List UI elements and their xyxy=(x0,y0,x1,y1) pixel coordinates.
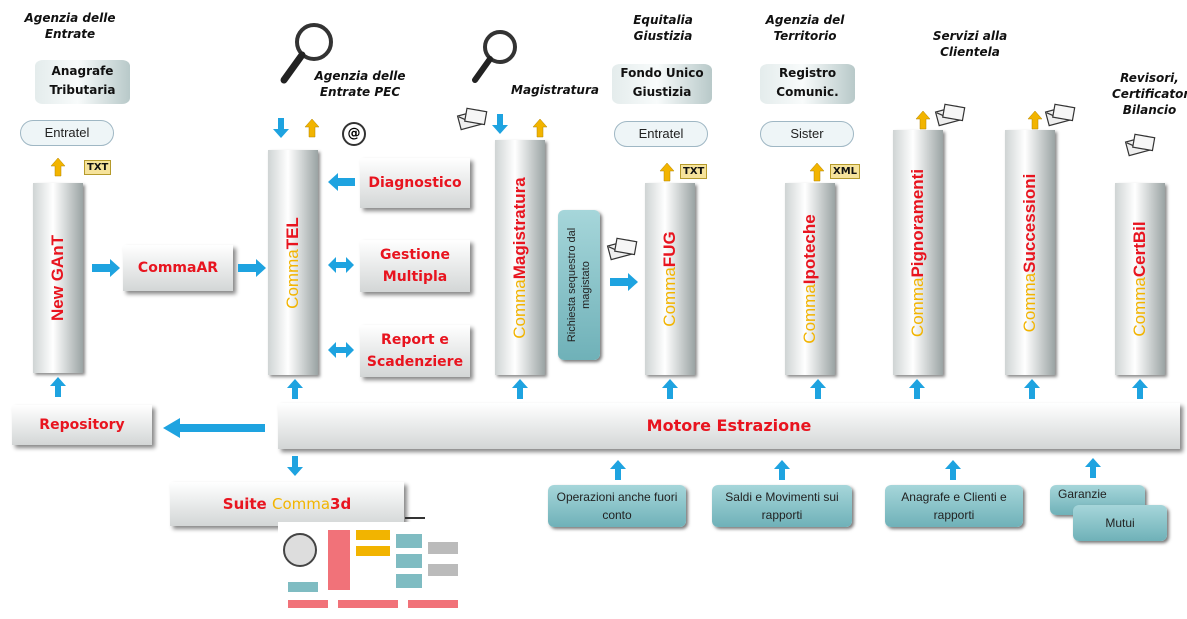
anagrafe-clienti-box[interactable]: Anagrafe e Clienti e rapporti xyxy=(885,485,1023,527)
at-sign-icon: @ xyxy=(342,122,366,146)
suite-comma-label: Comma xyxy=(271,495,331,513)
gestione-multipla-box[interactable]: Gestione Multipla xyxy=(360,240,470,292)
revisori-label: Revisori, Certificatori, Bilancio xyxy=(1112,71,1187,117)
motore-estrazione-box[interactable]: Motore Estrazione xyxy=(278,403,1180,449)
report-scadenziere-box[interactable]: Report e Scadenziere xyxy=(360,325,470,377)
magnifier-icon xyxy=(280,23,333,84)
suite-3d-label: 3d xyxy=(330,495,352,513)
suite-diagram-thumbnail xyxy=(278,522,473,617)
agenzia-territorio-label: Agenzia del Territorio xyxy=(765,13,845,43)
txt-file-icon: TXT xyxy=(680,164,708,179)
saldi-box[interactable]: Saldi e Movimenti sui rapporti xyxy=(712,485,852,527)
registro-db: Registro Comunic. xyxy=(760,64,855,104)
entratel-cloud-2: Entratel xyxy=(614,121,708,147)
repository-box[interactable]: Repository xyxy=(12,405,152,445)
commapignoramenti-pillar[interactable]: CommaPignoramenti xyxy=(893,130,943,375)
suite-label: Suite xyxy=(222,495,267,513)
servizi-clientela-label: Servizi alla Clientela xyxy=(932,29,1008,59)
entratel-cloud-1: Entratel xyxy=(20,120,114,146)
operazioni-box[interactable]: Operazioni anche fuori conto xyxy=(548,485,686,527)
agenzia-pec-label: Agenzia delle Entrate PEC xyxy=(314,69,406,99)
suite-comma3d-box[interactable]: Suite Comma3d xyxy=(170,482,404,526)
mutui-box[interactable]: Mutui xyxy=(1073,505,1167,541)
newgant-pillar[interactable]: New GAnT xyxy=(33,183,83,373)
magistratura-label: Magistratura xyxy=(511,83,599,97)
sister-cloud: Sister xyxy=(760,121,854,147)
commafug-pillar[interactable]: CommaFUG xyxy=(645,183,695,375)
commasuccessioni-pillar[interactable]: CommaSuccessioni xyxy=(1005,130,1055,375)
anagrafe-tributaria-db: Anagrafe Tributaria xyxy=(35,60,130,104)
richiesta-sequestro-box[interactable]: Richiesta sequestro dal magistato xyxy=(558,210,600,360)
fondo-unico-db: Fondo Unico Giustizia xyxy=(612,64,712,104)
agenzia-entrate-label: Agenzia delle Entrate xyxy=(24,11,116,41)
commatel-pillar[interactable]: CommaTEL xyxy=(268,150,318,375)
commacertbil-pillar[interactable]: CommaCertBil xyxy=(1115,183,1165,375)
commaipoteche-pillar[interactable]: CommaIpoteche xyxy=(785,183,835,375)
commaar-box[interactable]: CommaAR xyxy=(123,245,233,291)
diagnostico-box[interactable]: Diagnostico xyxy=(360,158,470,208)
equitalia-label: Equitalia Giustizia xyxy=(633,13,693,43)
xml-file-icon: XML xyxy=(830,164,861,179)
txt-file-icon: TXT xyxy=(84,160,112,175)
magnifier-icon xyxy=(472,30,517,83)
commamagistratura-pillar[interactable]: CommaMagistratura xyxy=(495,140,545,375)
